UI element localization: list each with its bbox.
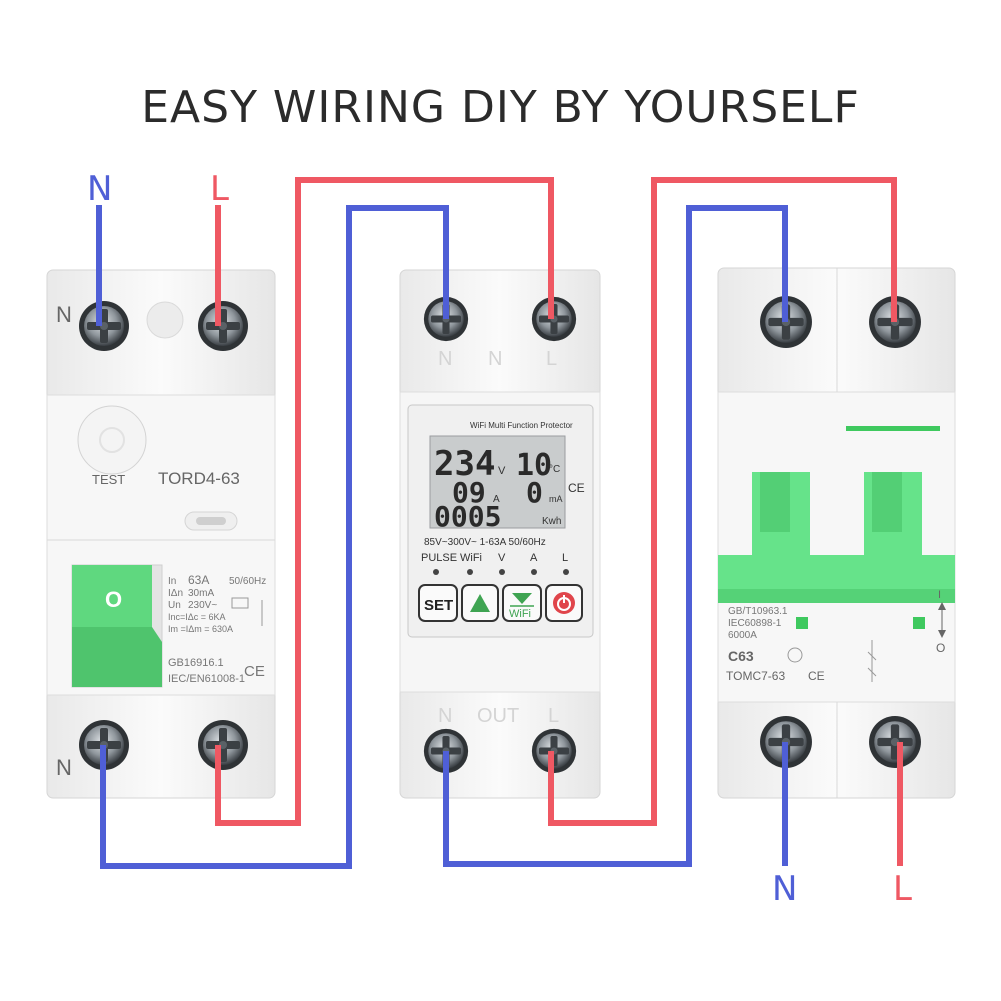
lcd-energy-unit: Kwh <box>542 516 561 527</box>
lcd-leakage: 0 <box>526 476 543 509</box>
down-arrow-icon <box>512 593 532 604</box>
mcb-model: TOMC7-63 <box>726 669 785 683</box>
wire-rcd-to-protector-n <box>100 205 449 869</box>
rcd-screw-n-top-icon[interactable] <box>79 301 129 351</box>
rcd-spec-idn: IΔn <box>168 588 183 599</box>
rcd-rating-in: 63A <box>188 573 209 587</box>
protector-terminal-top-n1: N <box>438 348 452 370</box>
mcb-breaking-capacity: 6000A <box>728 630 757 641</box>
mcb-screw-l-bottom-icon[interactable] <box>869 716 921 768</box>
protector-terminal-top-l: L <box>546 348 557 370</box>
input-n-label: N <box>87 169 112 209</box>
mcb-standard-2: IEC60898-1 <box>728 618 782 629</box>
mcb-ce-mark: CE <box>808 669 825 683</box>
indicator-v-label: V <box>498 552 506 564</box>
input-l-label: L <box>210 169 229 209</box>
lcd-current-unit: A <box>493 494 500 505</box>
mcb-indicator-1 <box>796 617 808 629</box>
rcd-ce-mark: CE <box>244 663 265 680</box>
rcd-model-label: TORD4-63 <box>158 469 240 488</box>
rcd-spec-in: In <box>168 576 176 587</box>
indicator-l-led <box>563 569 569 575</box>
mcb-rating: C63 <box>728 648 754 664</box>
page-title: EASY WIRING DIY BY YOURSELF <box>141 82 860 133</box>
protector-terminal-bottom-n: N <box>438 705 452 727</box>
mcb-on-label: I <box>938 589 941 601</box>
mcb-status-bar <box>846 426 940 431</box>
protector-terminal-bottom-out: OUT <box>477 705 519 727</box>
rcd-terminal-top-label: N <box>56 302 72 327</box>
rcd-handle-label: O <box>105 587 122 612</box>
up-arrow-icon <box>470 594 490 612</box>
indicator-pulse-led <box>433 569 439 575</box>
protector-terminal-bottom-l: L <box>548 705 559 727</box>
indicator-wifi-label: WiFi <box>460 552 482 564</box>
rcd-rating-un: 230V~ <box>188 600 217 611</box>
lcd-temperature: 10 <box>516 448 552 483</box>
protector-ce-mark: CE <box>568 481 585 495</box>
indicator-a-label: A <box>530 552 538 564</box>
protector-lcd <box>429 435 566 529</box>
output-l-label: L <box>893 869 912 909</box>
wire-protector-to-mcb-l <box>548 177 897 826</box>
indicator-pulse-label: PULSE <box>421 552 457 564</box>
mcb-device: GB/T10963.1 IEC60898-1 6000A C63 TOMC7-6… <box>717 267 956 799</box>
rcd-handle[interactable] <box>72 565 152 627</box>
lcd-leakage-unit: mA <box>549 494 563 504</box>
lcd-voltage: 234 <box>434 444 495 484</box>
protector-terminal-top-n2: N <box>488 348 502 370</box>
output-n-label: N <box>772 869 797 909</box>
wifi-button-label: WiFi <box>509 608 531 620</box>
rcd-screw-l-bottom-icon[interactable] <box>198 720 248 770</box>
rcd-spec-un: Un <box>168 600 181 611</box>
rcd-spec-inc: Inc=IΔc = 6KA <box>168 612 226 622</box>
rcd-spec-im: Im =IΔm = 630A <box>168 624 233 634</box>
wire-rcd-to-protector-l <box>215 177 554 826</box>
rcd-screw-l-top-icon[interactable] <box>198 301 248 351</box>
set-button-label: SET <box>424 597 453 614</box>
mcb-indicator-2 <box>913 617 925 629</box>
indicator-a-led <box>531 569 537 575</box>
lcd-energy: 0005 <box>434 500 501 533</box>
lcd-temperature-unit: °C <box>549 464 560 475</box>
rcd-frequency: 50/60Hz <box>229 576 266 587</box>
rcd-terminal-bottom-label: N <box>56 755 72 780</box>
indicator-l-label: L <box>562 552 568 564</box>
rcd-test-button[interactable] <box>77 405 147 475</box>
rcd-rating-idn: 30mA <box>188 588 214 599</box>
indicator-v-led <box>499 569 505 575</box>
wire-protector-to-mcb-n <box>443 205 788 867</box>
set-button[interactable] <box>418 584 458 622</box>
lcd-voltage-unit: V <box>498 465 506 477</box>
lcd-current: 09 <box>452 476 486 509</box>
rcd-device: N N TEST TORD4-63 O In IΔn Un Inc=IΔc = … <box>46 269 276 799</box>
mcb-off-label: O <box>936 641 945 655</box>
rcd-standard-1: GB16916.1 <box>168 657 224 669</box>
protector-range: 85V~300V~ 1-63A 50/60Hz <box>424 537 546 548</box>
protector-panel-title: WiFi Multi Function Protector <box>470 421 573 430</box>
indicator-wifi-led <box>467 569 473 575</box>
protector-device: N N L N OUT L WiFi Multi Function Protec… <box>399 269 601 799</box>
rcd-test-label: TEST <box>92 472 125 487</box>
wires <box>96 177 903 869</box>
rcd-standard-2: IEC/EN61008-1 <box>168 673 245 685</box>
mcb-standard-1: GB/T10963.1 <box>728 606 788 617</box>
